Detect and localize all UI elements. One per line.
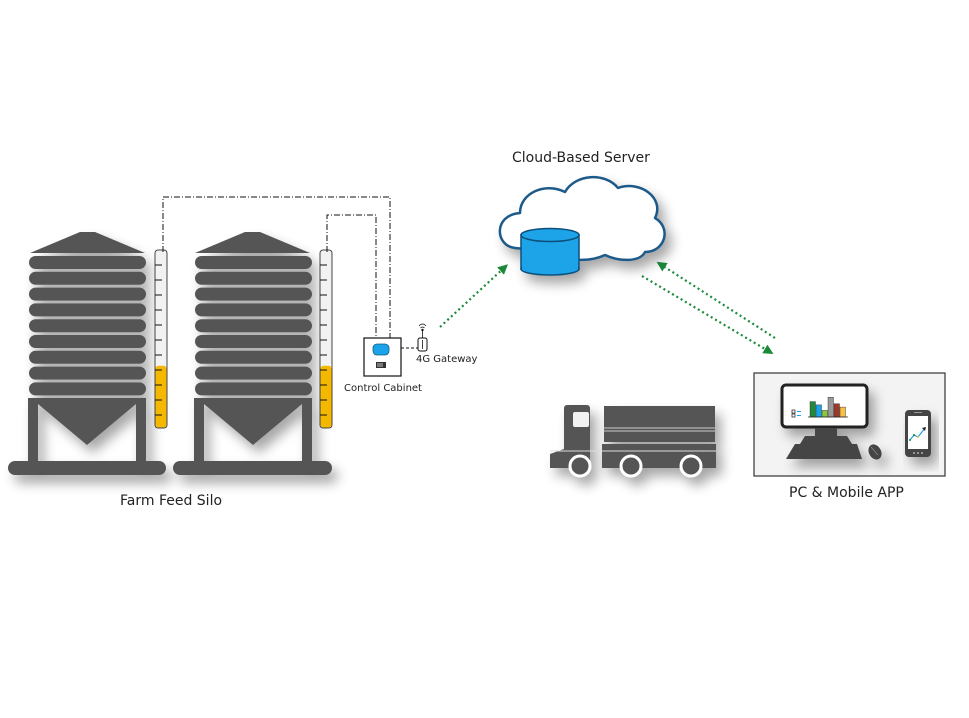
- silo-ring: [195, 382, 312, 396]
- cloud-server: [498, 175, 666, 276]
- silo-label: Farm Feed Silo: [120, 493, 223, 509]
- silo-ring: [195, 303, 312, 317]
- silo-ring: [29, 350, 146, 364]
- silo-ring: [29, 271, 146, 285]
- silo-ring: [29, 319, 146, 333]
- silo-ring: [29, 287, 146, 301]
- screen-bar: [821, 410, 828, 418]
- client-panel: [753, 372, 946, 477]
- sensor-wiring: [162, 196, 391, 338]
- legend-icon: [791, 409, 801, 418]
- gateway-device: [417, 323, 428, 352]
- screen-bar: [815, 404, 822, 418]
- screen-bar: [827, 397, 834, 418]
- silo-ring: [195, 287, 312, 301]
- mobile-phone-icon: [905, 410, 931, 457]
- silo-1-level-gauge: [154, 249, 168, 429]
- silo-2: [173, 232, 332, 475]
- screen-bar: [839, 406, 846, 418]
- silo-ring: [29, 382, 146, 396]
- database-icon: [520, 227, 580, 276]
- cabinet-switch-icon: [376, 362, 386, 368]
- screen-bar: [809, 401, 816, 418]
- gauge-fill: [320, 365, 332, 428]
- silo-1: [8, 232, 166, 475]
- silo-ring: [195, 319, 312, 333]
- client-to-cloud-arrow: [656, 261, 776, 339]
- silo-ring: [29, 303, 146, 317]
- silo-ring: [195, 366, 312, 380]
- desktop-monitor-icon: [780, 383, 882, 460]
- silo-ring: [195, 256, 312, 269]
- silo-ring: [195, 350, 312, 364]
- gateway-label: 4G Gateway: [416, 354, 478, 365]
- control-cabinet: [363, 337, 402, 377]
- screen-bar-chart: [808, 397, 848, 418]
- screen-bar: [833, 403, 840, 418]
- cabinet-display-icon: [372, 343, 390, 356]
- control-cabinet-label: Control Cabinet: [344, 383, 422, 394]
- gateway-to-cloud-arrow: [439, 264, 508, 328]
- cloud-server-label: Cloud-Based Server: [512, 150, 650, 166]
- cloud-to-client-arrow: [641, 275, 774, 355]
- client-label: PC & Mobile APP: [789, 485, 904, 501]
- gauge-fill: [155, 365, 167, 428]
- silo-ring: [29, 256, 146, 269]
- wifi-icon: [418, 323, 427, 338]
- silo-ring: [195, 271, 312, 285]
- silo-ring: [195, 335, 312, 348]
- silo-ring: [29, 335, 146, 348]
- silo-2-level-gauge: [319, 249, 333, 429]
- truck-icon: [550, 405, 716, 478]
- arrows: [439, 261, 776, 355]
- silo-ring: [29, 366, 146, 380]
